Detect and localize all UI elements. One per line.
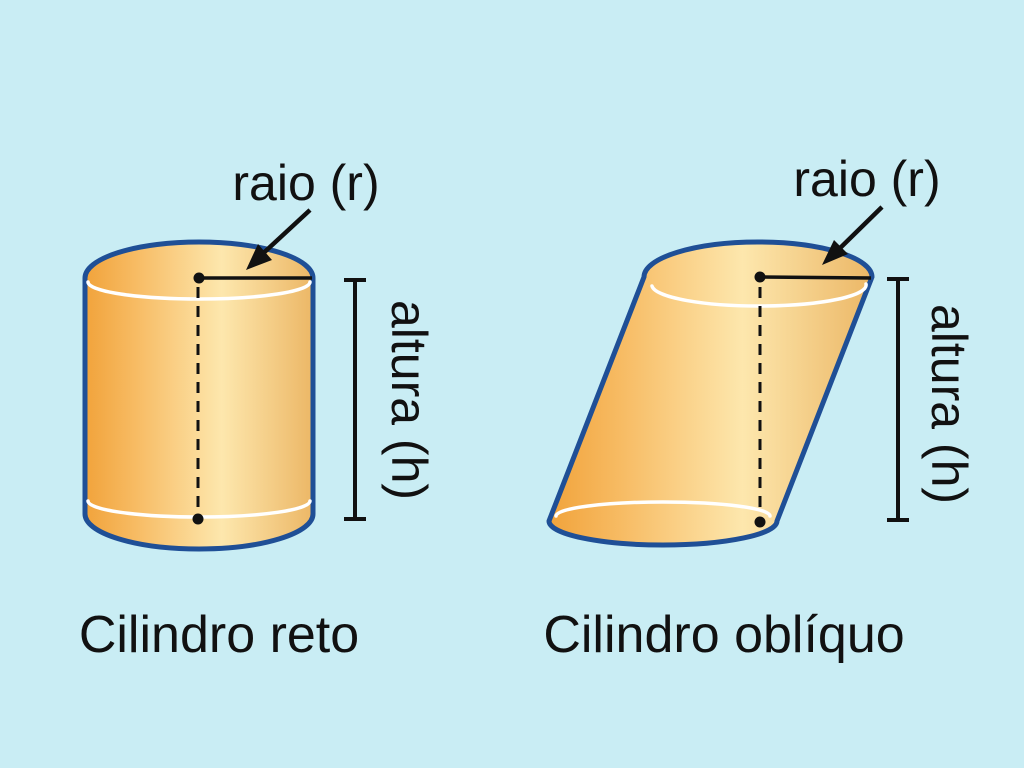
straight-cylinder-radius-arrow-head [246, 244, 272, 270]
straight-cylinder-height-label: altura (h) [381, 300, 437, 500]
straight-cylinder-caption: Cilindro reto [79, 606, 359, 664]
straight-cylinder-figure: raio (r) altura (h) Cilindro reto [79, 155, 437, 664]
straight-cylinder-bottom-center-dot [192, 513, 204, 525]
straight-cylinder-radius-arrow-line [255, 208, 312, 261]
oblique-cylinder-bottom-rim-highlight [554, 500, 772, 518]
oblique-cylinder-caption: Cilindro oblíquo [543, 606, 904, 664]
straight-cylinder-radius-label: raio (r) [232, 155, 379, 211]
oblique-cylinder-radius-arrow-head [822, 240, 848, 265]
straight-cylinder-top-rim-highlight [86, 280, 312, 301]
oblique-cylinder-top-rim-highlight [650, 282, 868, 308]
oblique-cylinder-bottom-dot [754, 516, 766, 528]
oblique-cylinder-height-bracket [887, 277, 909, 522]
oblique-cylinder-figure: raio (r) altura (h) Cilindro oblíquo [543, 151, 977, 664]
oblique-cylinder-radius-label: raio (r) [793, 151, 940, 207]
oblique-cylinder-shape [546, 239, 875, 548]
oblique-cylinder-top-center-dot [754, 271, 766, 283]
straight-cylinder-shape [82, 239, 316, 552]
oblique-cylinder-radius-line [759, 275, 872, 280]
straight-cylinder-height-bracket [344, 278, 366, 521]
oblique-cylinder-radius-arrow-line [831, 205, 884, 257]
straight-cylinder-top-center-dot [193, 272, 205, 284]
oblique-cylinder-height-label: altura (h) [921, 304, 977, 504]
